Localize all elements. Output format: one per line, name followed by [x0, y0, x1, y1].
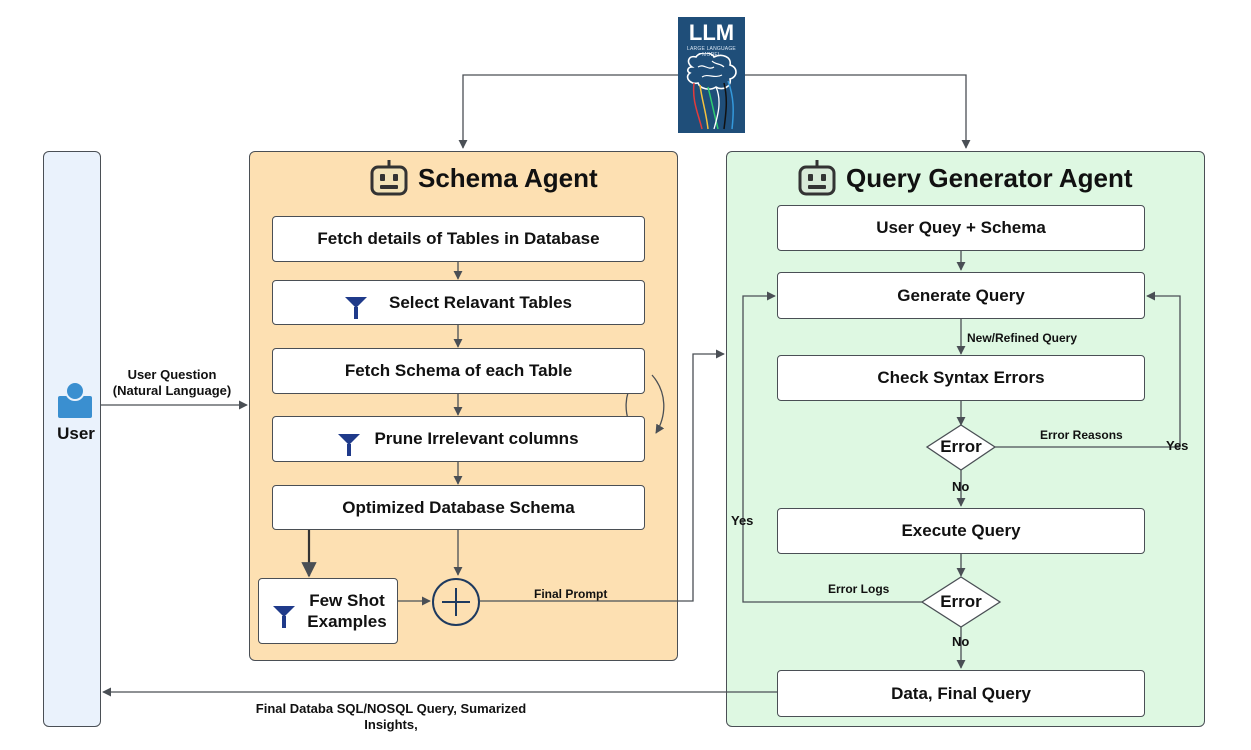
user-panel	[43, 151, 101, 727]
few-shot-examples-box: Few Shot Examples	[258, 578, 398, 644]
query-agent-title-text: Query Generator Agent	[846, 162, 1133, 193]
filter-icon	[273, 605, 295, 628]
schema-agent-title: Schema Agent	[370, 160, 598, 196]
user-query-schema-box: User Quey + Schema	[777, 205, 1145, 251]
execute-query-box: Execute Query	[777, 508, 1145, 554]
final-query-box: Data, Final Query	[777, 670, 1145, 717]
user-question-label: User Question (Natural Language)	[104, 367, 240, 399]
check-syntax-box: Check Syntax Errors	[777, 355, 1145, 401]
fetch-tables-step: Fetch details of Tables in Database	[272, 216, 645, 262]
generate-query-box: Generate Query	[777, 272, 1145, 319]
user-query-schema-label: User Quey + Schema	[876, 218, 1046, 237]
user-icon	[58, 380, 92, 418]
optimized-schema-step: Optimized Database Schema	[272, 485, 645, 530]
few-shot-label: Few Shot Examples	[307, 591, 387, 631]
no-label-2: No	[952, 634, 970, 649]
yes-label-left: Yes	[731, 513, 754, 528]
brain-icon	[686, 53, 737, 130]
new-refined-query-label: New/Refined Query	[967, 331, 1078, 345]
filter-icon	[345, 297, 367, 319]
optimized-schema-label: Optimized Database Schema	[342, 497, 575, 517]
query-agent-title: Query Generator Agent	[798, 160, 1133, 196]
output-line2: Insights,	[364, 717, 418, 732]
final-prompt-label: Final Prompt	[534, 587, 608, 601]
user-question-line2: (Natural Language)	[112, 383, 232, 398]
error-logs-label: Error Logs	[828, 582, 890, 596]
yes-label-right: Yes	[1166, 438, 1189, 453]
llm-logo: LLM LARGE LANGUAGE MODEL	[678, 17, 745, 133]
output-line1: Final Databa SQL/NOSQL Query, Sumarized	[255, 701, 527, 716]
syntax-error-decision-label: Error	[940, 437, 982, 456]
robot-icon	[798, 160, 836, 196]
output-label: Final Databa SQL/NOSQL Query, Sumarized …	[222, 701, 560, 733]
select-tables-label: Select Relavant Tables	[389, 292, 572, 312]
select-tables-step: Select Relavant Tables	[272, 280, 645, 325]
generate-query-label: Generate Query	[897, 285, 1025, 305]
combine-icon	[432, 578, 480, 626]
no-label-1: No	[952, 479, 970, 494]
user-label: User	[57, 424, 95, 443]
execute-query-label: Execute Query	[901, 521, 1021, 540]
filter-icon	[338, 433, 361, 456]
user-question-line1: User Question	[127, 367, 217, 382]
execution-error-decision-label: Error	[940, 592, 982, 611]
fetch-schema-step: Fetch Schema of each Table	[272, 348, 645, 394]
schema-agent-title-text: Schema Agent	[418, 162, 598, 193]
fetch-schema-label: Fetch Schema of each Table	[344, 361, 573, 380]
llm-title: LLM	[688, 20, 735, 45]
final-query-label: Data, Final Query	[891, 683, 1031, 703]
prune-columns-label: Prune Irrelevant columns	[374, 429, 579, 448]
fetch-tables-label: Fetch details of Tables in Database	[317, 229, 600, 248]
check-syntax-label: Check Syntax Errors	[877, 368, 1045, 387]
error-reasons-label: Error Reasons	[1040, 428, 1123, 442]
robot-icon	[370, 160, 408, 196]
prune-columns-step: Prune Irrelevant columns	[272, 416, 645, 462]
